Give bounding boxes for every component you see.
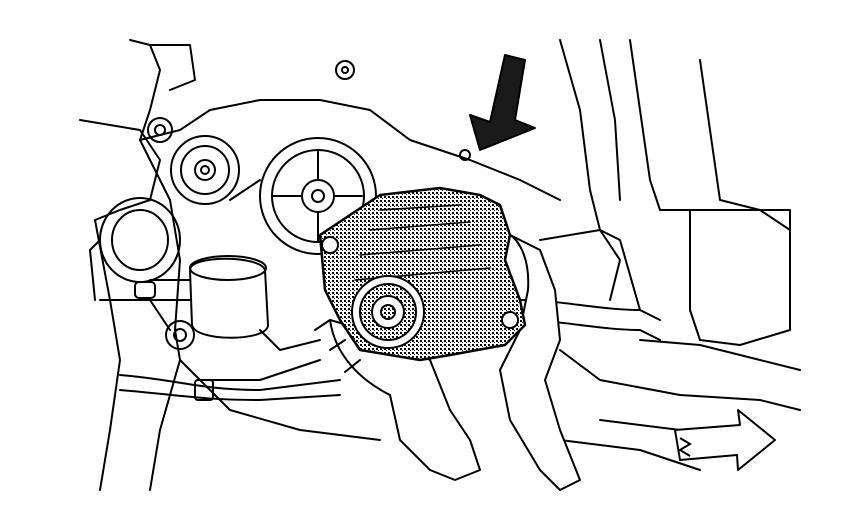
- oil-filter: [134, 255, 269, 339]
- alternator: [318, 186, 527, 362]
- idler-pulley: [170, 135, 240, 205]
- vehicle-front-arrow: [674, 409, 776, 471]
- left-pulley-stack: [89, 197, 181, 301]
- removal-direction-arrow: [469, 54, 536, 151]
- water-pump-pulley: [259, 137, 377, 255]
- hands: [314, 229, 581, 491]
- top-bolt: [335, 60, 355, 80]
- radiator-shroud: [559, 39, 801, 471]
- alternator-pulley: [351, 275, 425, 349]
- bracket-bolts: [147, 117, 471, 350]
